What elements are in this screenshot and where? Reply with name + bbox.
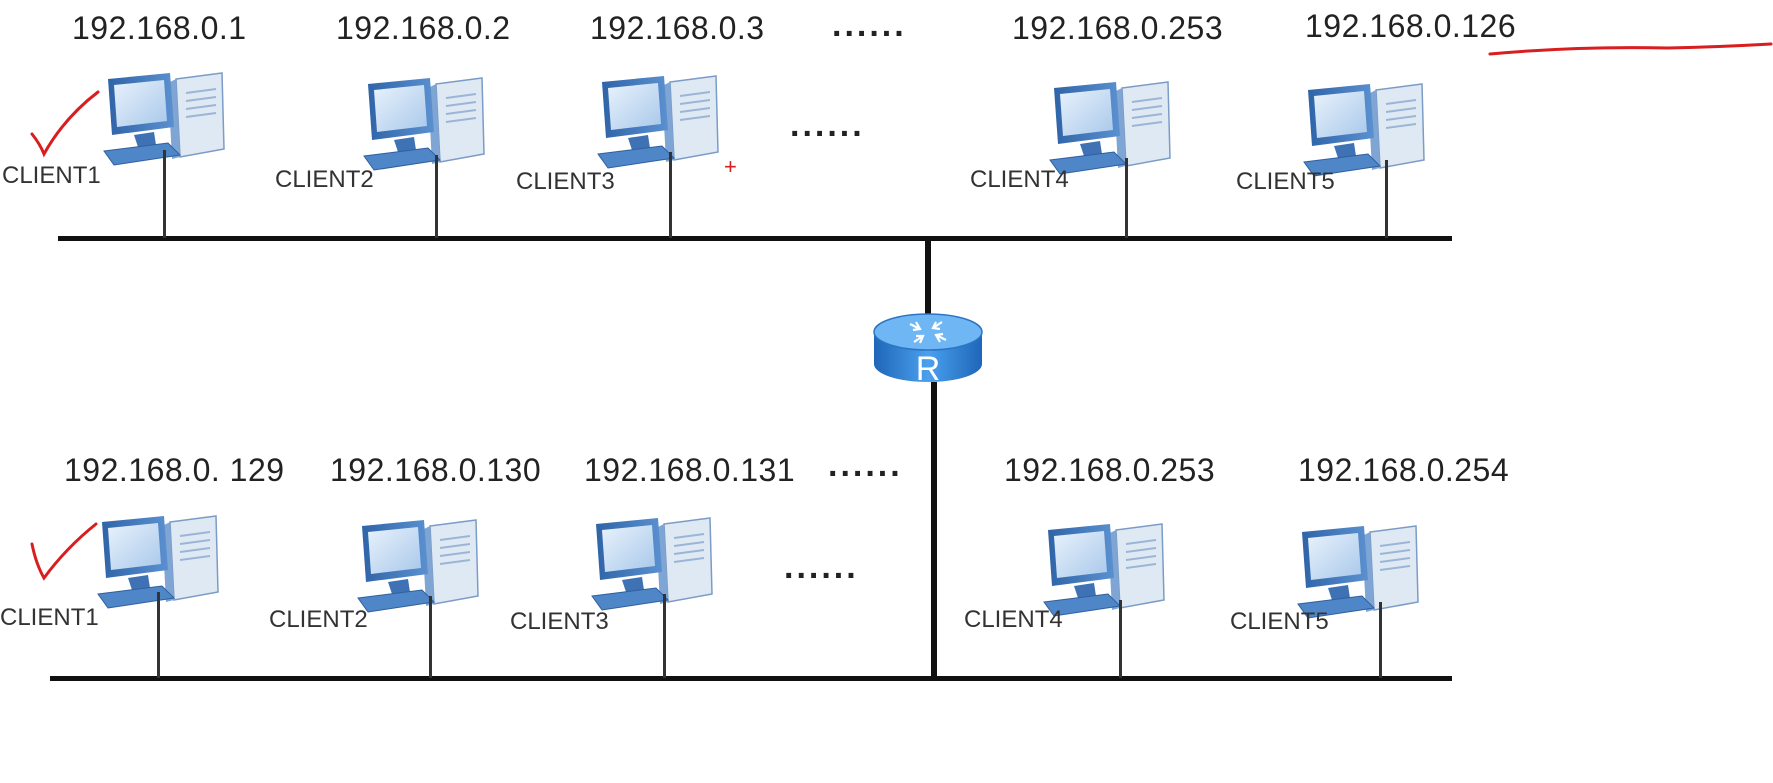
client-label: CLIENT2 [275, 166, 374, 193]
ellipsis-ip: ...... [828, 446, 903, 484]
ip-label: 192.168.0.253 [1012, 10, 1224, 46]
ellipsis-ip: ...... [832, 6, 907, 44]
checkmark-icon [30, 522, 98, 581]
ip-label: 192.168.0.253 [1004, 452, 1216, 488]
pc-link [163, 150, 166, 238]
pc-link [429, 596, 432, 678]
top-bus-line [58, 236, 1452, 241]
pc-link [663, 594, 666, 678]
ip-label: 192.168.0.1 [72, 10, 247, 46]
computer-icon [358, 70, 498, 180]
underline-mark [1488, 42, 1773, 56]
pc-link [1379, 602, 1382, 678]
client-label: CLIENT1 [2, 162, 101, 189]
pc-link [435, 155, 438, 238]
ip-label: 192.168.0.254 [1298, 452, 1510, 488]
pc-link [1385, 160, 1388, 238]
client-label: CLIENT3 [516, 168, 615, 195]
ip-label: 192.168.0.2 [336, 10, 511, 46]
ip-label: 192.168.0.130 [330, 452, 542, 488]
client-label: CLIENT3 [510, 608, 609, 635]
computer-icon [592, 68, 732, 178]
ip-label: 192.168.0. 129 [64, 452, 285, 488]
client-label: CLIENT1 [0, 604, 99, 631]
pc-link [1119, 600, 1122, 678]
client-label: CLIENT4 [970, 166, 1069, 193]
computer-icon [92, 508, 232, 618]
client-label: CLIENT5 [1236, 168, 1335, 195]
router-downlink [931, 382, 937, 680]
pc-link [157, 592, 160, 678]
ip-label: 192.168.0.131 [584, 452, 796, 488]
ellipsis-pc: ...... [784, 548, 859, 586]
client-label: CLIENT2 [269, 606, 368, 633]
client-label: CLIENT4 [964, 606, 1063, 633]
computer-icon [586, 510, 726, 620]
ip-label: 192.168.0.3 [590, 10, 765, 46]
router-letter: R [916, 350, 941, 388]
computer-icon [352, 512, 492, 622]
ip-label: 192.168.0.126 [1305, 8, 1517, 44]
ellipsis-pc: ...... [790, 106, 865, 144]
router-icon: R [873, 313, 983, 388]
router-uplink [925, 238, 931, 316]
computer-icon [98, 65, 238, 175]
client-label: CLIENT5 [1230, 608, 1329, 635]
bottom-bus-line [50, 676, 1452, 681]
checkmark-icon [30, 90, 100, 158]
plus-mark: + [724, 154, 737, 179]
pc-link [1125, 158, 1128, 238]
pc-link [669, 152, 672, 238]
